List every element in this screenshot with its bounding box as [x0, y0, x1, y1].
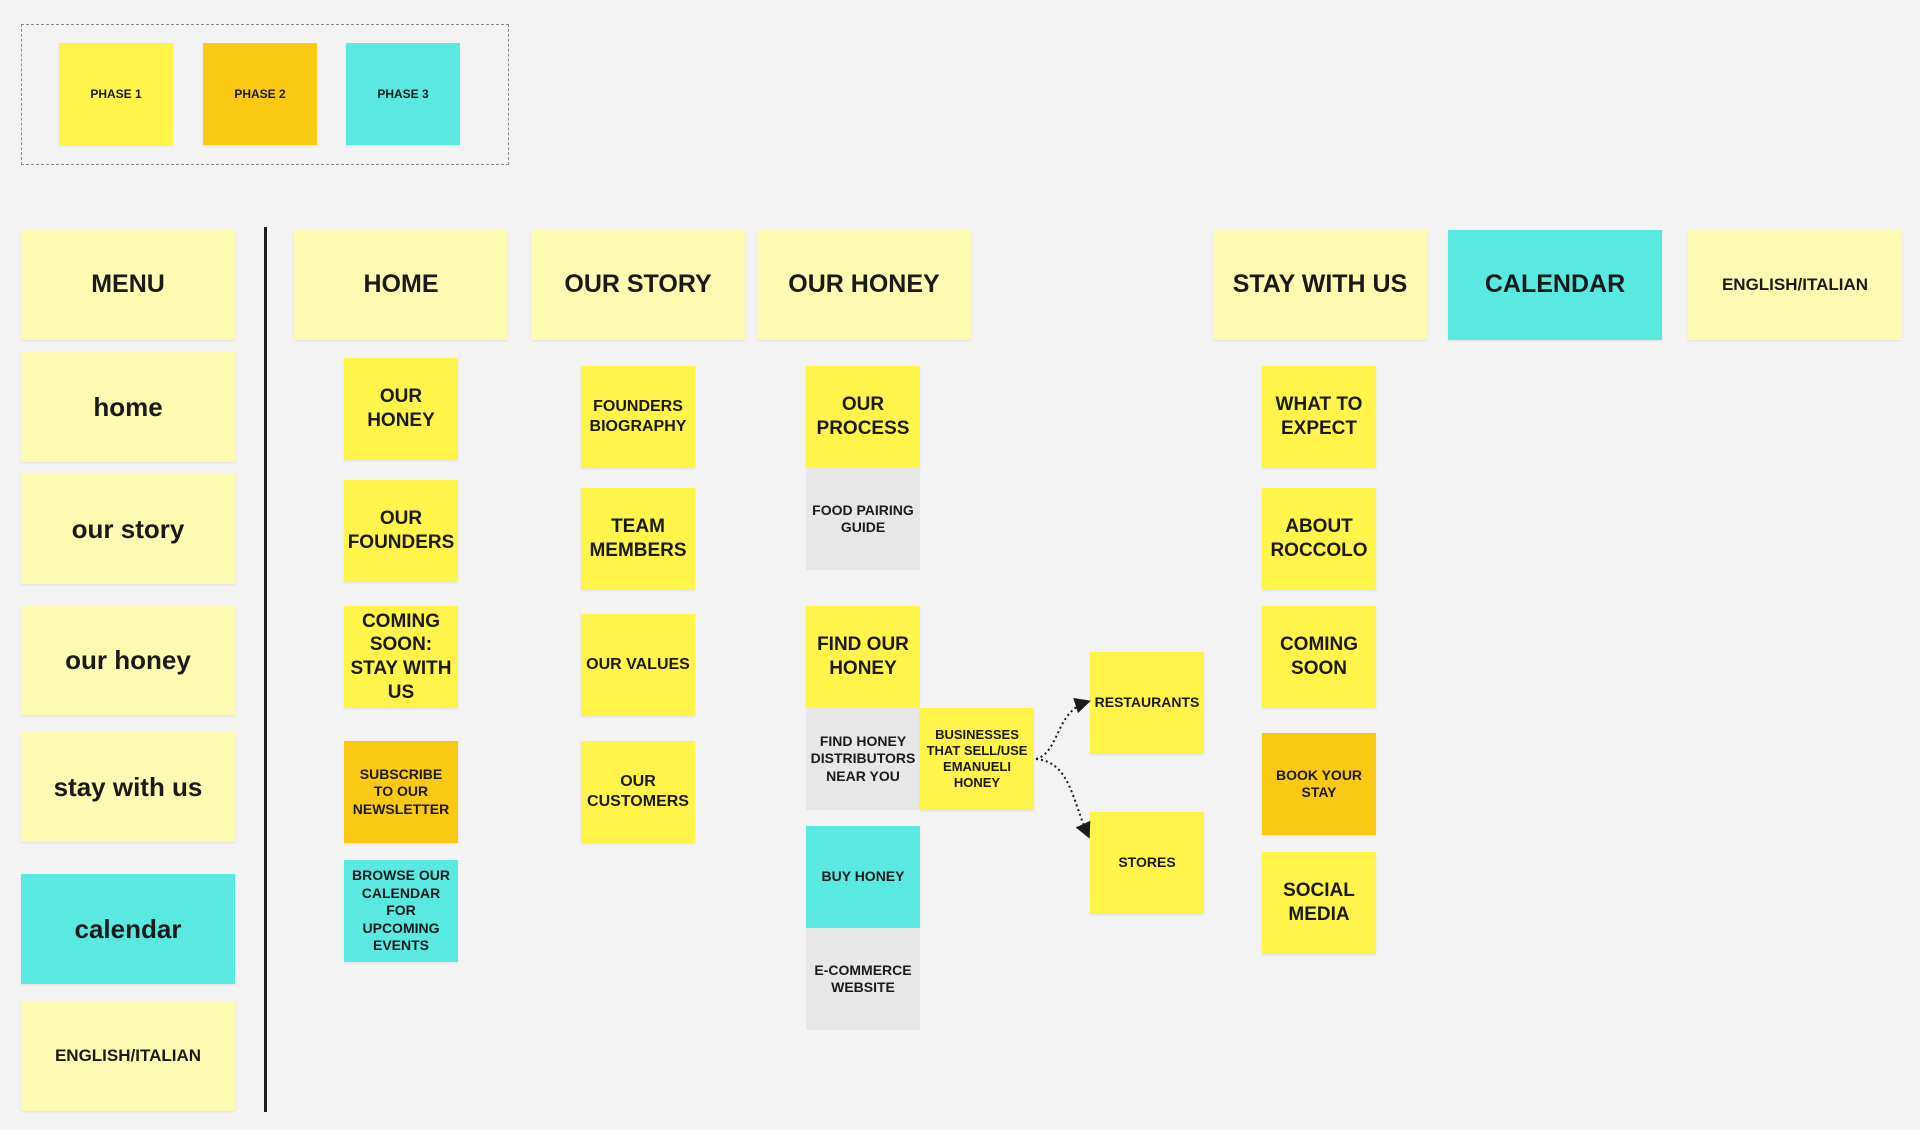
our-honey-note-restaurants[interactable]: RESTAURANTS — [1090, 652, 1204, 754]
stay-note-social-media[interactable]: SOCIAL MEDIA — [1262, 852, 1376, 954]
our-story-note-founders-biography[interactable]: FOUNDERS BIOGRAPHY — [581, 366, 695, 468]
vertical-divider — [264, 227, 267, 1112]
home-note-browse-calendar[interactable]: BROWSE OUR CALENDAR FOR UPCOMING EVENTS — [344, 860, 458, 962]
home-note-coming-soon[interactable]: COMING SOON: STAY WITH US — [344, 606, 458, 708]
home-note-our-founders[interactable]: OUR FOUNDERS — [344, 480, 458, 582]
our-honey-note-buy-honey[interactable]: BUY HONEY — [806, 826, 920, 928]
connector-to-stores — [1035, 758, 1091, 839]
our-honey-header[interactable]: OUR HONEY — [757, 230, 971, 340]
connector-to-restaurants — [1035, 697, 1091, 760]
legend-phase-1[interactable]: PHASE 1 — [59, 43, 173, 145]
stay-note-coming-soon[interactable]: COMING SOON — [1262, 606, 1376, 708]
language-header[interactable]: ENGLISH/ITALIAN — [1688, 230, 1902, 340]
menu-header[interactable]: MENU — [21, 230, 235, 340]
stay-with-us-header[interactable]: STAY WITH US — [1213, 230, 1427, 340]
legend-phase-2[interactable]: PHASE 2 — [203, 43, 317, 145]
menu-item-home[interactable]: home — [21, 352, 235, 462]
home-note-subscribe-newsletter[interactable]: SUBSCRIBE TO OUR NEWSLETTER — [344, 741, 458, 843]
our-honey-note-find-distributors[interactable]: FIND HONEY DISTRIBUTORS NEAR YOU — [806, 708, 920, 810]
our-story-note-our-values[interactable]: OUR VALUES — [581, 614, 695, 716]
legend-frame[interactable] — [21, 24, 509, 165]
our-honey-note-food-pairing-guide[interactable]: FOOD PAIRING GUIDE — [806, 468, 920, 570]
menu-item-language[interactable]: ENGLISH/ITALIAN — [21, 1001, 235, 1111]
home-note-our-honey[interactable]: OUR HONEY — [344, 358, 458, 460]
our-honey-note-stores[interactable]: STORES — [1090, 812, 1204, 914]
legend-phase-3[interactable]: PHASE 3 — [346, 43, 460, 145]
our-story-note-our-customers[interactable]: OUR CUSTOMERS — [581, 741, 695, 843]
home-header[interactable]: HOME — [294, 230, 508, 340]
our-honey-note-our-process[interactable]: OUR PROCESS — [806, 366, 920, 468]
our-story-header[interactable]: OUR STORY — [531, 230, 745, 340]
stay-note-what-to-expect[interactable]: WHAT TO EXPECT — [1262, 366, 1376, 468]
menu-item-our-honey[interactable]: our honey — [21, 605, 235, 715]
stay-note-about-roccolo[interactable]: ABOUT ROCCOLO — [1262, 488, 1376, 590]
our-honey-note-businesses[interactable]: BUSINESSES THAT SELL/USE EMANUELI HONEY — [920, 708, 1034, 810]
menu-item-calendar[interactable]: calendar — [21, 874, 235, 984]
stay-note-book-your-stay[interactable]: BOOK YOUR STAY — [1262, 733, 1376, 835]
our-honey-note-find-our-honey[interactable]: FIND OUR HONEY — [806, 606, 920, 708]
our-story-note-team-members[interactable]: TEAM MEMBERS — [581, 488, 695, 590]
menu-item-stay-with-us[interactable]: stay with us — [21, 732, 235, 842]
calendar-header[interactable]: CALENDAR — [1448, 230, 1662, 340]
our-honey-note-ecommerce-website[interactable]: E-COMMERCE WEBSITE — [806, 928, 920, 1030]
menu-item-our-story[interactable]: our story — [21, 474, 235, 584]
